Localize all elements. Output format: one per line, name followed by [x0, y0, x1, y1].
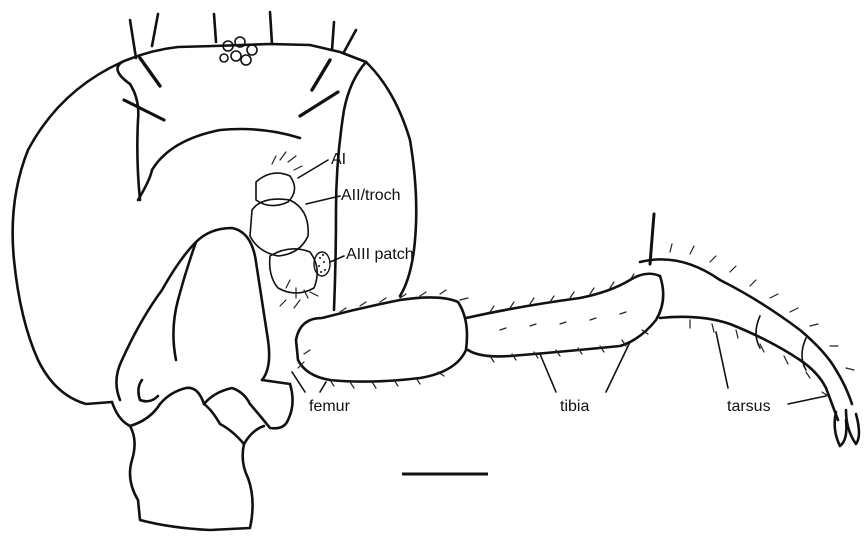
label-tibia: tibia — [560, 398, 589, 415]
label-ai: AI — [331, 151, 346, 168]
antenna-base — [250, 152, 330, 308]
leader-tarsus-2 — [788, 396, 826, 404]
tibia-segment — [466, 214, 663, 362]
label-aiii-patch: AIII patch — [346, 246, 414, 263]
body-outline — [13, 37, 417, 530]
leader-tibia-2 — [606, 342, 630, 392]
femur-segment — [296, 290, 468, 388]
leader-tibia-1 — [540, 354, 556, 392]
leader-a3 — [330, 256, 344, 262]
label-aii-troch: AII/troch — [341, 187, 401, 204]
leader-femur-2 — [320, 382, 326, 392]
tarsus-segment — [640, 244, 859, 446]
leader-tarsus — [716, 332, 728, 388]
label-tarsus: tarsus — [727, 398, 771, 415]
label-femur: femur — [309, 398, 351, 415]
leader-a1 — [298, 160, 328, 178]
leader-femur-1 — [292, 372, 305, 392]
head-bristles — [124, 12, 356, 120]
